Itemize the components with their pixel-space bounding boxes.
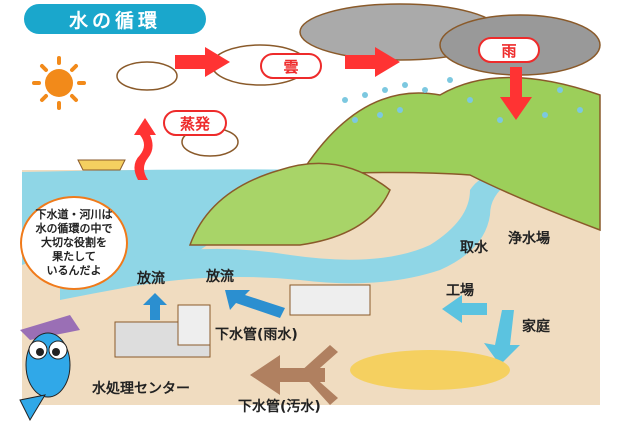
label-rain: 雨 <box>478 37 540 63</box>
label-home: 家庭 <box>522 319 550 335</box>
sun-icon <box>32 56 86 110</box>
label-sewer-rainwater: 下水管(雨水) <box>215 327 298 343</box>
speech-bubble: 下水道・河川は 水の循環の中で 大切な役割を 果たして いるんだよ <box>20 196 128 290</box>
bubble-line: 果たして <box>52 250 96 263</box>
bubble-line: 下水道・河川は <box>35 208 113 221</box>
flow-arrow-icon <box>442 295 520 365</box>
bubble-line: 水の循環の中で <box>35 222 113 235</box>
page-title: 水の循環 <box>24 4 206 34</box>
arrow-icon <box>134 47 532 180</box>
cloud-icon <box>116 61 178 91</box>
rain-drops-icon <box>342 77 583 123</box>
factory-icon <box>289 284 371 316</box>
label-water-intake: 取水 <box>460 240 488 256</box>
label-discharge-1: 放流 <box>137 271 165 287</box>
bubble-line: いるんだよ <box>46 264 102 277</box>
residential-area-icon <box>350 350 510 390</box>
label-factory: 工場 <box>446 283 474 299</box>
river-icon <box>60 172 510 300</box>
label-evaporation: 蒸発 <box>163 110 227 136</box>
label-discharge-2: 放流 <box>206 269 234 285</box>
sewage-arrow-icon <box>250 345 338 405</box>
label-sewer-wastewater: 下水管(汚水) <box>238 399 321 415</box>
island-hill-icon <box>188 162 391 246</box>
hills-icon <box>298 76 601 232</box>
label-water-purification-plant: 浄水場 <box>508 231 550 247</box>
fish-mascot-icon <box>19 315 80 422</box>
boat-icon <box>77 159 126 171</box>
label-cloud: 雲 <box>260 53 322 79</box>
bubble-line: 大切な役割を <box>41 236 107 249</box>
discharge-arrow-icon <box>143 290 285 320</box>
label-treatment-center: 水処理センター <box>92 381 190 397</box>
